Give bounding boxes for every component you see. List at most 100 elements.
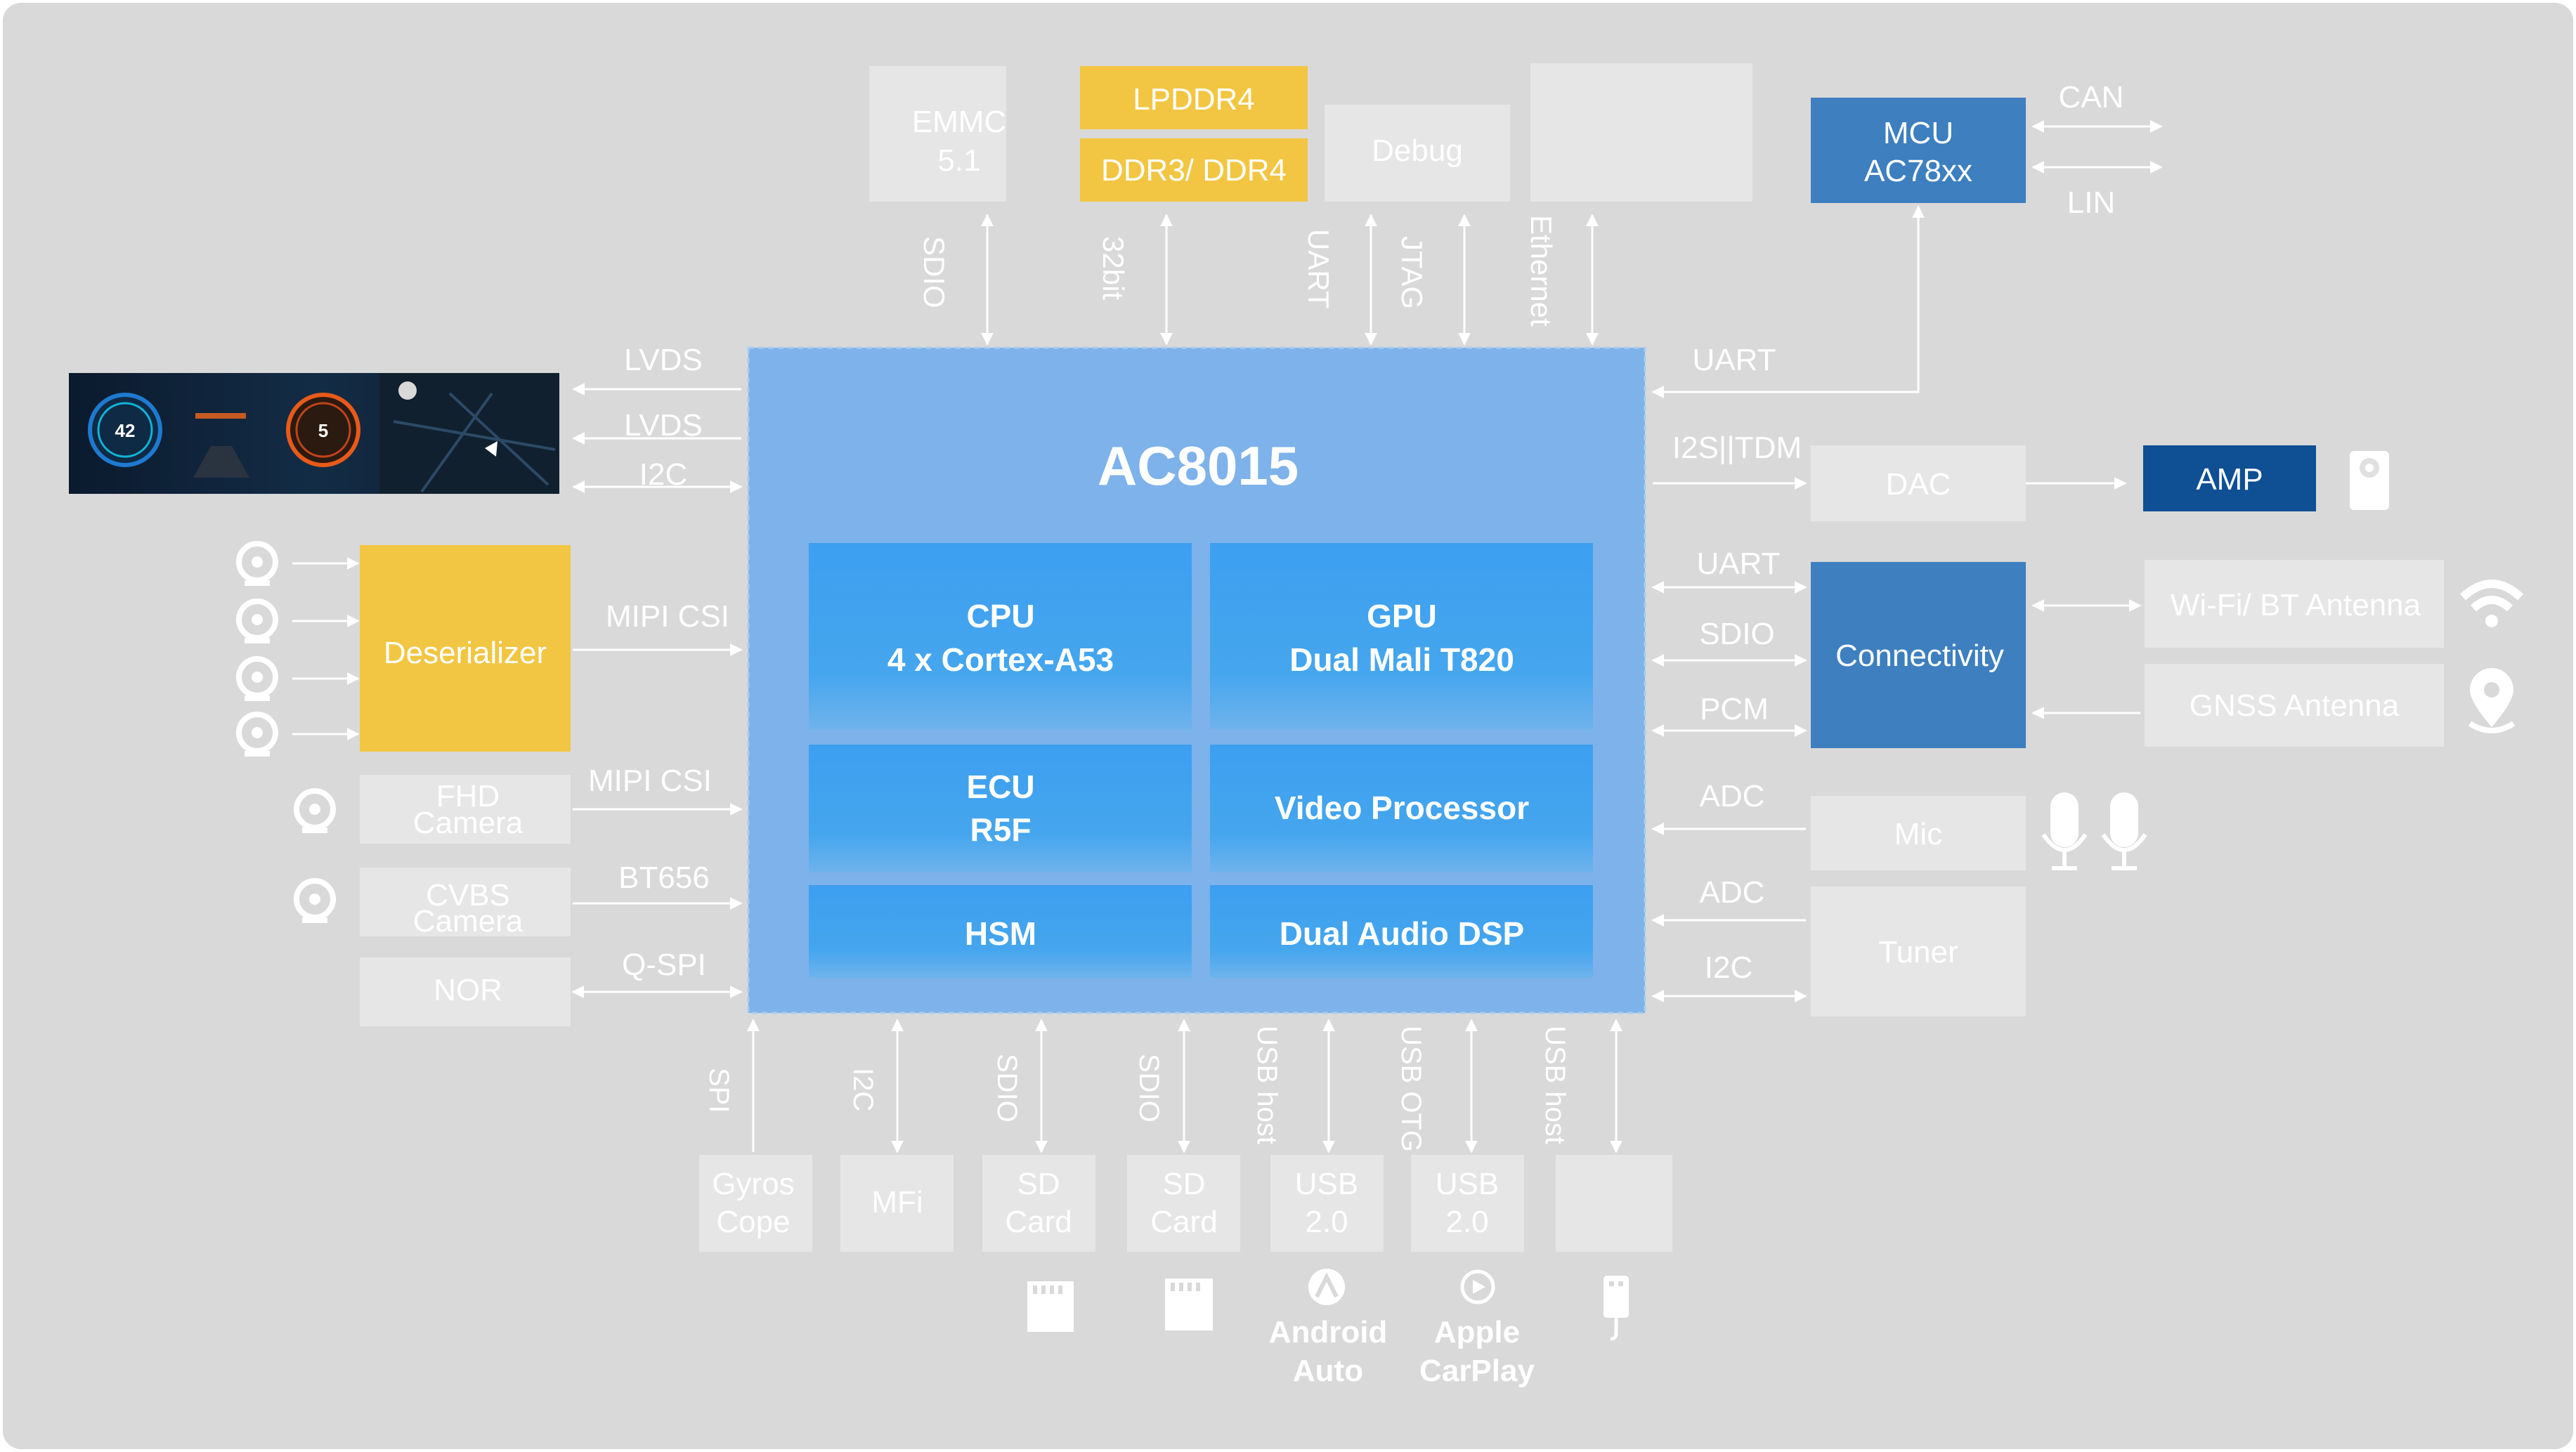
- wifi-antenna-block: Wi-Fi/ BT Antenna: [2145, 560, 2444, 648]
- adc1-label: ADC: [1700, 779, 1765, 813]
- android-line1: Android: [1269, 1315, 1388, 1349]
- i2c-bottom-label: I2C: [847, 1068, 878, 1111]
- core-audio-label: Dual Audio DSP: [1280, 915, 1524, 952]
- dac-label: DAC: [1886, 467, 1951, 502]
- speaker-icon: [2350, 451, 2389, 510]
- qspi-label: Q-SPI: [622, 948, 706, 982]
- adc2-label: ADC: [1700, 875, 1765, 910]
- core-video-processor: Video Processor: [1210, 745, 1593, 872]
- nor-block: NOR: [360, 957, 571, 1026]
- sdio-bottom2-label: SDIO: [1133, 1054, 1164, 1123]
- core-gpu-title: GPU: [1367, 598, 1437, 634]
- core-gpu: GPU Dual Mali T820: [1210, 543, 1593, 729]
- sd-card-icon: [1027, 1281, 1074, 1332]
- gyroscope-block: Gyros Cope: [699, 1155, 812, 1252]
- spi-label: SPI: [703, 1068, 734, 1113]
- fhd-line1: FHD: [436, 779, 500, 813]
- amp-block: AMP: [2143, 445, 2316, 511]
- core-cpu-detail: 4 x Cortex-A53: [887, 641, 1114, 678]
- usb-drive-icon: [1604, 1276, 1629, 1341]
- bt656-label: BT656: [618, 861, 710, 895]
- mfi-label: MFi: [871, 1185, 923, 1219]
- carplay-line1: Apple: [1434, 1315, 1520, 1349]
- sdio-top-label: SDIO: [918, 236, 951, 308]
- lvds2-label: LVDS: [624, 408, 703, 443]
- gnss-label: GNSS Antenna: [2190, 688, 2400, 723]
- microphone-icon: [2041, 792, 2088, 870]
- pcm-conn-label: PCM: [1700, 692, 1769, 726]
- core-gpu-detail: Dual Mali T820: [1289, 641, 1514, 678]
- core-ecu-detail: R5F: [970, 811, 1032, 848]
- sd2-line1: SD: [1162, 1167, 1205, 1201]
- usb2-line2: 2.0: [1445, 1205, 1488, 1239]
- jtag-label: JTAG: [1396, 236, 1429, 309]
- emmc-block: EMMC 5.1: [869, 66, 1006, 202]
- sd1-line2: Card: [1005, 1205, 1072, 1239]
- connectivity-block: Connectivity: [1811, 562, 2026, 748]
- deserializer-label: Deserializer: [384, 636, 547, 670]
- mcu-line2: AC78xx: [1864, 154, 1972, 188]
- core-hsm-label: HSM: [965, 915, 1036, 952]
- mic-block: Mic: [1811, 796, 2026, 870]
- speed-gauge: [88, 393, 162, 467]
- tuner-block: Tuner: [1811, 887, 2026, 1016]
- uart-mcu-label: UART: [1693, 343, 1776, 377]
- sd-card2-block: SD Card: [1127, 1155, 1240, 1252]
- mcu-uart-arrow: [1651, 205, 1925, 398]
- lpddr4-block: LPDDR4: [1080, 66, 1308, 129]
- mfi-block: MFi: [840, 1155, 954, 1252]
- camera-icon: [294, 788, 336, 833]
- fhd-line2: Camera: [413, 806, 523, 840]
- usb1-line2: 2.0: [1305, 1205, 1348, 1239]
- gyro-line2: Cope: [716, 1205, 790, 1239]
- ddr-block: DDR3/ DDR4: [1080, 138, 1308, 202]
- soc-title: AC8015: [1098, 435, 1299, 497]
- wifi-label: Wi-Fi/ BT Antenna: [2171, 588, 2421, 622]
- emmc-line1: EMMC: [912, 105, 1006, 139]
- cvbs-line1: CVBS: [426, 878, 510, 913]
- lpddr4-label: LPDDR4: [1133, 82, 1255, 117]
- camera-icon: [236, 656, 278, 701]
- sdio-bottom1-label: SDIO: [991, 1054, 1022, 1123]
- camera-icon: [236, 599, 278, 643]
- cvbs-camera-block: CVBS Camera: [360, 868, 571, 938]
- location-pin-icon: [2468, 668, 2516, 733]
- uart-conn-label: UART: [1697, 547, 1781, 581]
- cvbs-line2: Camera: [413, 904, 523, 938]
- usb-otg-label: USB OTG: [1396, 1026, 1426, 1152]
- carplay-line2: CarPlay: [1419, 1354, 1535, 1388]
- core-cpu: CPU 4 x Cortex-A53: [809, 543, 1192, 729]
- mic-label: Mic: [1894, 817, 1942, 851]
- mcu-line1: MCU: [1883, 116, 1953, 150]
- deserializer-block: Deserializer: [360, 545, 571, 752]
- sd2-line2: Card: [1150, 1205, 1217, 1239]
- usb-host1-label: USB host: [1251, 1026, 1282, 1144]
- can-label: CAN: [2059, 80, 2124, 115]
- cluster-display: 42 5: [69, 373, 559, 494]
- i2s-label: I2S||TDM: [1672, 431, 1802, 465]
- sd1-line1: SD: [1017, 1167, 1060, 1201]
- mcu-block: MCU AC78xx: [1811, 98, 2026, 203]
- core-hsm: HSM: [809, 885, 1192, 978]
- tuner-label: Tuner: [1878, 935, 1958, 969]
- usb1-line1: USB: [1295, 1167, 1358, 1201]
- usb-host-block: [1556, 1155, 1672, 1252]
- sdio-conn-label: SDIO: [1699, 617, 1775, 651]
- core-video-label: Video Processor: [1275, 790, 1529, 826]
- uart-top-label: UART: [1302, 229, 1335, 309]
- nor-label: NOR: [434, 973, 502, 1007]
- speed-value: 42: [115, 420, 136, 441]
- connectivity-label: Connectivity: [1835, 639, 2004, 673]
- usb2-line1: USB: [1436, 1167, 1499, 1201]
- 32bit-label: 32bit: [1097, 236, 1130, 300]
- emmc-line2: 5.1: [937, 143, 980, 178]
- core-ecu: ECU R5F: [809, 745, 1192, 872]
- core-ecu-title: ECU: [966, 768, 1034, 805]
- microphone-icon: [2101, 792, 2147, 870]
- lvds1-label: LVDS: [624, 343, 703, 377]
- ddr-label: DDR3/ DDR4: [1101, 153, 1287, 188]
- ethernet-label: Ethernet: [1525, 215, 1558, 327]
- debug-block: Debug: [1325, 105, 1510, 202]
